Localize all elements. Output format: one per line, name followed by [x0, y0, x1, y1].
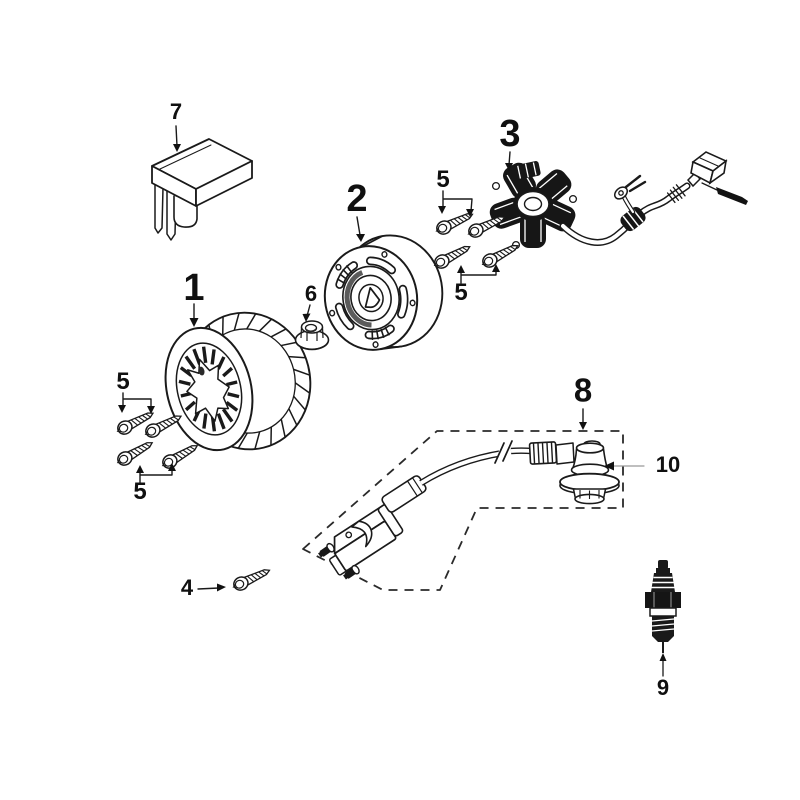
flywheel-rotor	[315, 234, 444, 358]
callout-nut-label: 6	[304, 281, 318, 306]
screw	[229, 563, 273, 594]
leader-lines	[118, 125, 667, 677]
spark-plug-cap	[559, 440, 620, 505]
screw	[430, 240, 474, 272]
wiring-harness	[559, 151, 748, 246]
callout-screw-label: 4	[180, 575, 194, 600]
callout-flywheel-label: 2	[346, 178, 368, 220]
fan-wheel	[153, 299, 325, 463]
spark-plug	[645, 560, 681, 653]
callout-screws-stator-lower-label: 5	[454, 279, 468, 306]
callout-coil-assembly-label: 8	[573, 371, 593, 409]
callout-screws-stator-upper-label: 5	[436, 166, 450, 193]
callout-plug-cap-label: 10	[655, 452, 681, 477]
screw	[113, 436, 157, 469]
assembly-boundary	[302, 430, 624, 591]
flange-nut	[294, 320, 330, 351]
ignition-coil-assembly	[302, 430, 624, 591]
callout-screws-fan-upper-label: 5	[116, 368, 130, 395]
callout-screws-fan-lower-label: 5	[133, 478, 147, 505]
callout-cdi-label: 7	[169, 99, 183, 124]
callout-spark-plug-label: 9	[656, 675, 670, 700]
stator-assembly	[489, 161, 578, 250]
screw	[158, 439, 202, 472]
cdi-unit	[151, 138, 253, 241]
callout-fan-wheel-label: 1	[183, 267, 205, 309]
callout-stator-label: 3	[499, 113, 521, 155]
